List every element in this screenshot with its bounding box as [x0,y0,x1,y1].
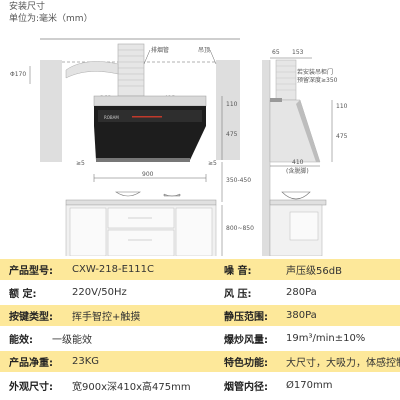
side-dim-110: 110 [336,103,348,110]
side-dim-475: 475 [336,133,348,140]
spec-value: 大尺寸，大吸力，体感控制 [286,358,400,369]
installation-drawing: Φ170 排烟管 吊顶 262 413 ROBAM 110 475 ≥5 ≥5 [0,30,400,256]
dim-350-450: 350-450 [226,177,251,184]
unit-note: 单位为:毫米（mm） [9,14,93,24]
gap-left: ≥5 [76,160,85,167]
spec-value: 280Pa [286,287,317,298]
dim-110: 110 [226,101,238,108]
dim-900: 900 [142,171,154,178]
spec-table: 产品型号: CXW-218-E111C 噪 音: 声压级56dB 额 定: 22… [0,258,400,400]
spec-row: 产品净重: 23KG 特色功能: 大尺寸，大吸力，体感控制 [0,351,400,372]
spec-value: 宽900x深410x高475mm [72,382,191,393]
spec-label: 烟管内径: [224,382,268,393]
spec-value: 一级能效 [52,335,92,346]
door-note: 若安装吊柜门 [297,68,333,76]
hood-brand: ROBAM [104,115,119,120]
spec-value: Ø170mm [286,380,333,391]
spec-row: 能效: 一级能效 爆炒风量: 19m³/min±10% [0,328,400,349]
side-dim-note: (含脱脚) [286,167,309,175]
side-dim-410: 410 [292,159,304,166]
spec-label: 噪 音: [224,266,252,277]
spec-label: 特色功能: [224,358,268,369]
spec-row: 按键类型: 挥手智控+触摸 静压范围: 380Pa [0,305,400,326]
exhaust-duct [65,43,145,97]
spec-row: 额 定: 220V/50Hz 风 压: 280Pa [0,282,400,303]
spec-value: 23KG [72,356,100,367]
spec-row: 产品型号: CXW-218-E111C 噪 音: 声压级56dB [0,259,400,280]
range-hood-side [269,98,321,163]
spec-value: 挥手智控+触摸 [72,312,141,323]
spec-label: 按键类型: [9,312,53,323]
spec-value: 声压级56dB [286,266,342,277]
kitchen-cabinet [65,199,217,256]
spec-value: CXW-218-E111C [72,264,155,275]
dim-800-850: 800~850 [226,225,254,232]
side-dim-153: 153 [292,49,304,56]
phi170-label: Φ170 [10,71,26,78]
spec-row: 外观尺寸: 宽900x深410x高475mm 烟管内径: Ø170mm [0,375,400,396]
spec-value: 19m³/min±10% [286,333,366,344]
range-hood-front: ROBAM [93,95,207,162]
ceiling-label: 吊顶 [198,47,210,54]
depth-note: 预留深度≥350 [297,76,338,84]
spec-value: 380Pa [286,310,317,321]
spec-label: 能效: [9,335,33,346]
spec-label: 静压范围: [224,312,268,323]
spec-label: 外观尺寸: [9,382,53,393]
spec-label: 产品净重: [9,358,53,369]
side-dim-65: 65 [272,49,280,56]
spec-label: 爆炒风量: [224,335,268,346]
spec-label: 风 压: [224,289,252,300]
spec-label: 产品型号: [9,266,53,277]
gap-right: ≥5 [208,160,217,167]
exhaust-pipe-label: 排烟管 [151,46,169,54]
spec-value: 220V/50Hz [72,287,127,298]
drawing-title: 安装尺寸 [9,2,46,12]
dim-475: 475 [226,131,238,138]
spec-label: 额 定: [9,289,37,300]
